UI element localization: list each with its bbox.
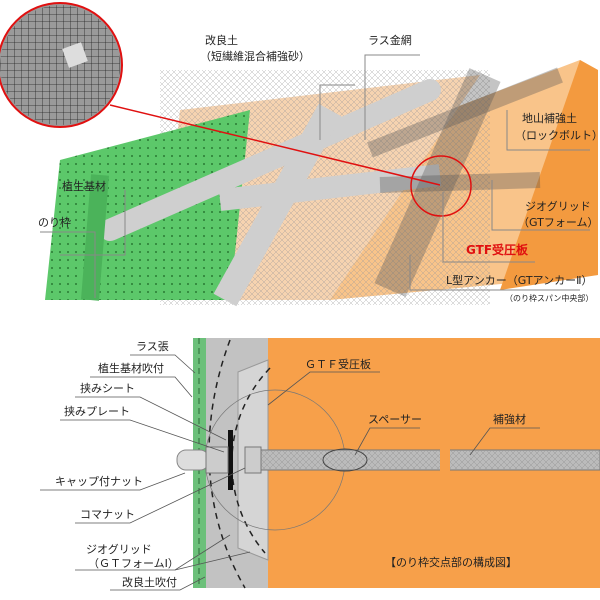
label-coma-nut: コマナット [80, 508, 135, 521]
clamp-plate [228, 430, 233, 490]
spacer [322, 448, 368, 472]
label-lath: ラス張 [136, 340, 169, 353]
label-clamp-plate: 挟みプレート [64, 405, 130, 418]
slope-frame-beam [99, 79, 441, 241]
label-cap-nut: キャップ付ナット [55, 475, 143, 488]
label-geogrid-section-sub: （ＧＴフォームⅠ） [88, 557, 179, 570]
label-spacer: スペーサー [368, 413, 423, 426]
cap-nut [176, 449, 210, 471]
label-vegetation-spray: 植生基材吹付 [98, 362, 164, 375]
label-l-anchor-sub: （のり枠スパン中央部） [505, 294, 594, 303]
label-reinforcement: 補強材 [493, 413, 526, 426]
coma-nut [244, 446, 262, 474]
label-clamp-sheet: 挟みシート [80, 382, 135, 395]
label-improved-soil: 改良土 [205, 34, 238, 47]
label-improved-soil-spray: 改良土吹付 [122, 576, 177, 589]
label-geogrid: ジオグリッド [525, 200, 591, 213]
label-rock-bolt-sub: （ロックボルト） [515, 129, 600, 142]
label-rock-bolt: 地山補強土 [522, 112, 577, 125]
label-geogrid-section: ジオグリッド [86, 543, 152, 556]
label-lath-mesh: ラス金網 [368, 34, 412, 47]
label-l-anchor: L型アンカー（GTアンカーⅡ） [446, 274, 593, 287]
label-gtf-plate-section: ＧＴＦ受圧板 [305, 358, 371, 371]
highlight-circle [410, 155, 472, 217]
label-gtf-plate: GTF受圧板 [466, 243, 529, 257]
geogrid-band [374, 68, 501, 297]
orange-side [500, 60, 598, 290]
label-improved-soil-sub: （短繊維混合補強砂） [200, 50, 310, 63]
label-vegetation-base: 植生基材 [62, 180, 106, 193]
label-geogrid-sub: （GTフォーム） [518, 216, 599, 229]
section-caption: 【のり枠交点部の構成図】 [385, 556, 517, 569]
label-slope-frame: のり枠 [38, 216, 71, 229]
